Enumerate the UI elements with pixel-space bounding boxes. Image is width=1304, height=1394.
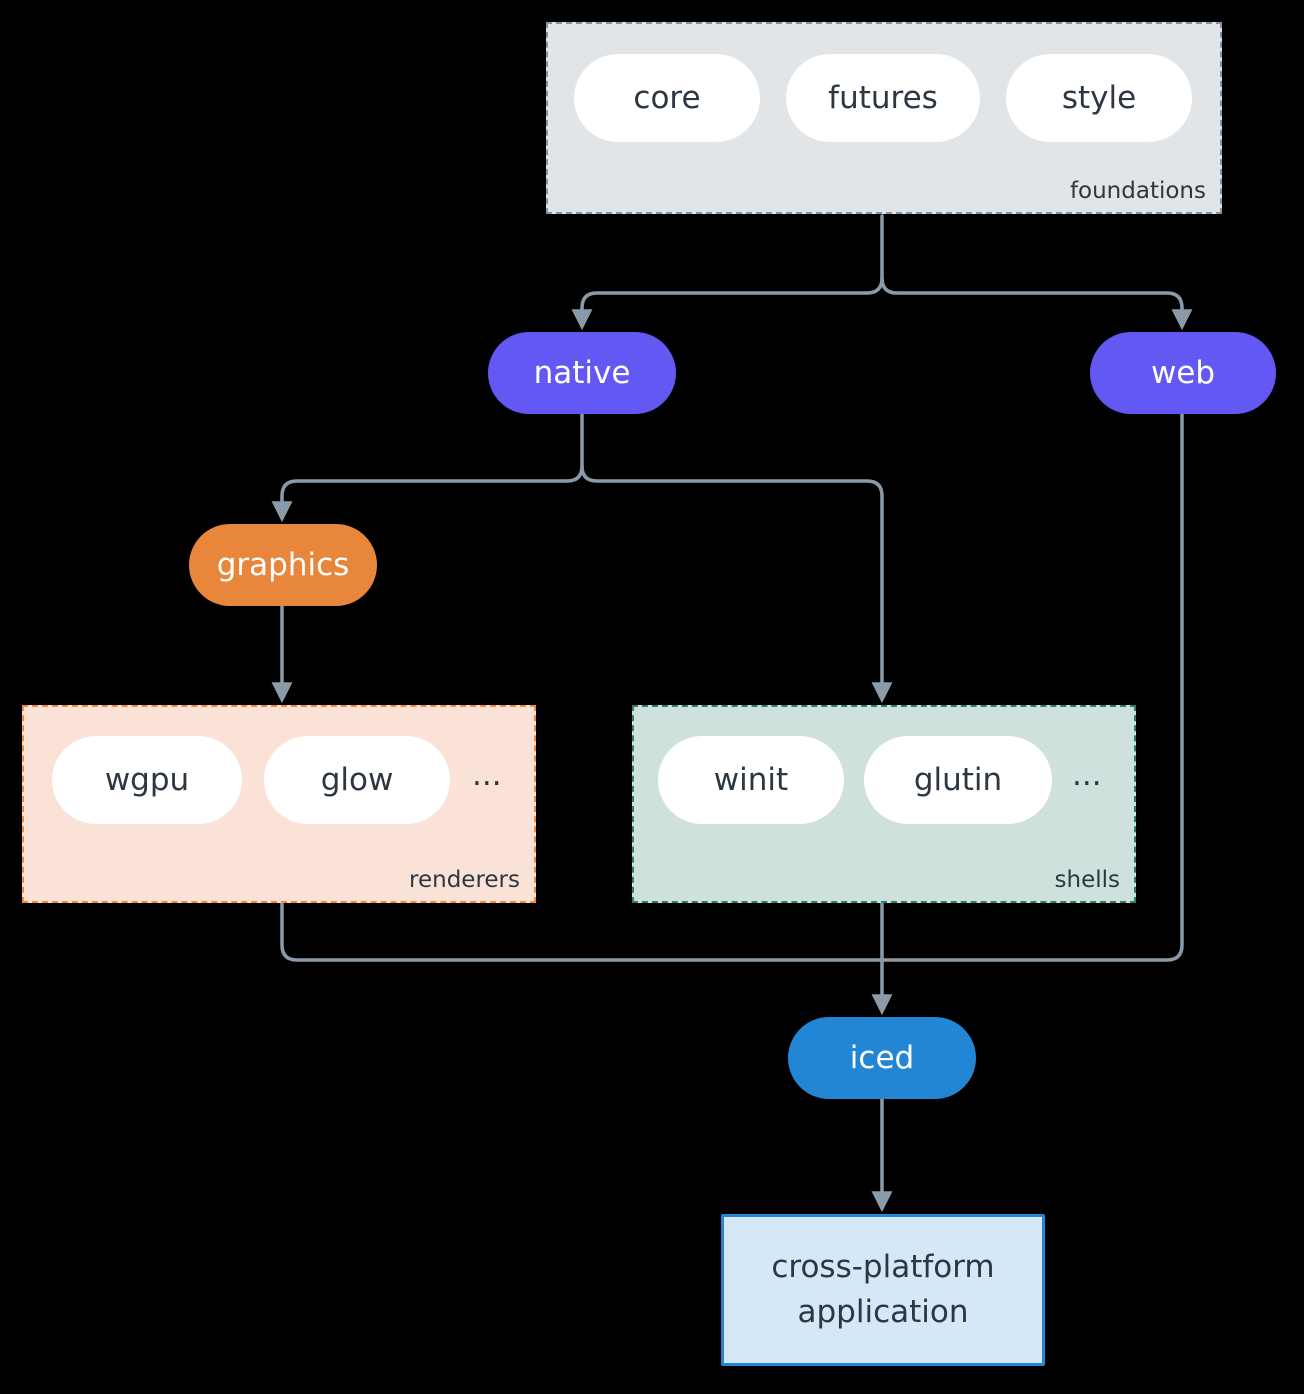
edge-native-trunk (565, 412, 584, 483)
pill-label: glow (320, 762, 394, 798)
pill-label: futures (828, 80, 938, 116)
pill-label: wgpu (104, 762, 190, 798)
pill-glutin[interactable]: glutin (864, 736, 1052, 824)
shells-overflow-ellipsis: ... (1072, 756, 1102, 793)
application-line-1: cross-platform (771, 1249, 995, 1286)
cluster-label-foundations: foundations (1069, 178, 1206, 204)
cluster-shells: winit glutin ... shells (632, 705, 1136, 903)
node-label: graphics (216, 547, 350, 583)
edge-native-to-graphics (271, 479, 569, 523)
node-label: iced (849, 1040, 915, 1076)
node-label: native (533, 355, 631, 391)
pill-futures[interactable]: futures (786, 54, 980, 142)
pill-winit[interactable]: winit (658, 736, 844, 824)
edge-foundations-to-web (880, 276, 1193, 331)
pill-label: style (1061, 80, 1137, 116)
edge-renderers-to-iced (280, 901, 884, 962)
cluster-label-shells: shells (1054, 867, 1120, 893)
pill-wgpu[interactable]: wgpu (52, 736, 242, 824)
application-line-2: application (797, 1294, 969, 1330)
edge-foundations-trunk (865, 214, 884, 295)
node-label: web (1150, 355, 1216, 391)
pill-label: glutin (913, 762, 1003, 798)
node-iced[interactable]: iced (788, 1017, 976, 1099)
renderers-overflow-ellipsis: ... (472, 756, 502, 793)
cluster-foundations: core futures style foundations (546, 22, 1222, 214)
pill-core[interactable]: core (574, 54, 760, 142)
cluster-renderers: wgpu glow ... renderers (22, 705, 536, 903)
edge-foundations-to-native (571, 291, 869, 331)
node-cross-platform-application[interactable]: cross-platform application (721, 1214, 1045, 1366)
pill-glow[interactable]: glow (264, 736, 450, 824)
pill-label: core (633, 80, 701, 116)
edge-native-to-shells (580, 464, 893, 704)
pill-style[interactable]: style (1006, 54, 1192, 142)
node-web[interactable]: web (1090, 332, 1276, 414)
node-native[interactable]: native (488, 332, 676, 414)
pill-label: winit (713, 762, 789, 798)
cluster-label-renderers: renderers (409, 867, 520, 893)
node-graphics[interactable]: graphics (189, 524, 377, 606)
